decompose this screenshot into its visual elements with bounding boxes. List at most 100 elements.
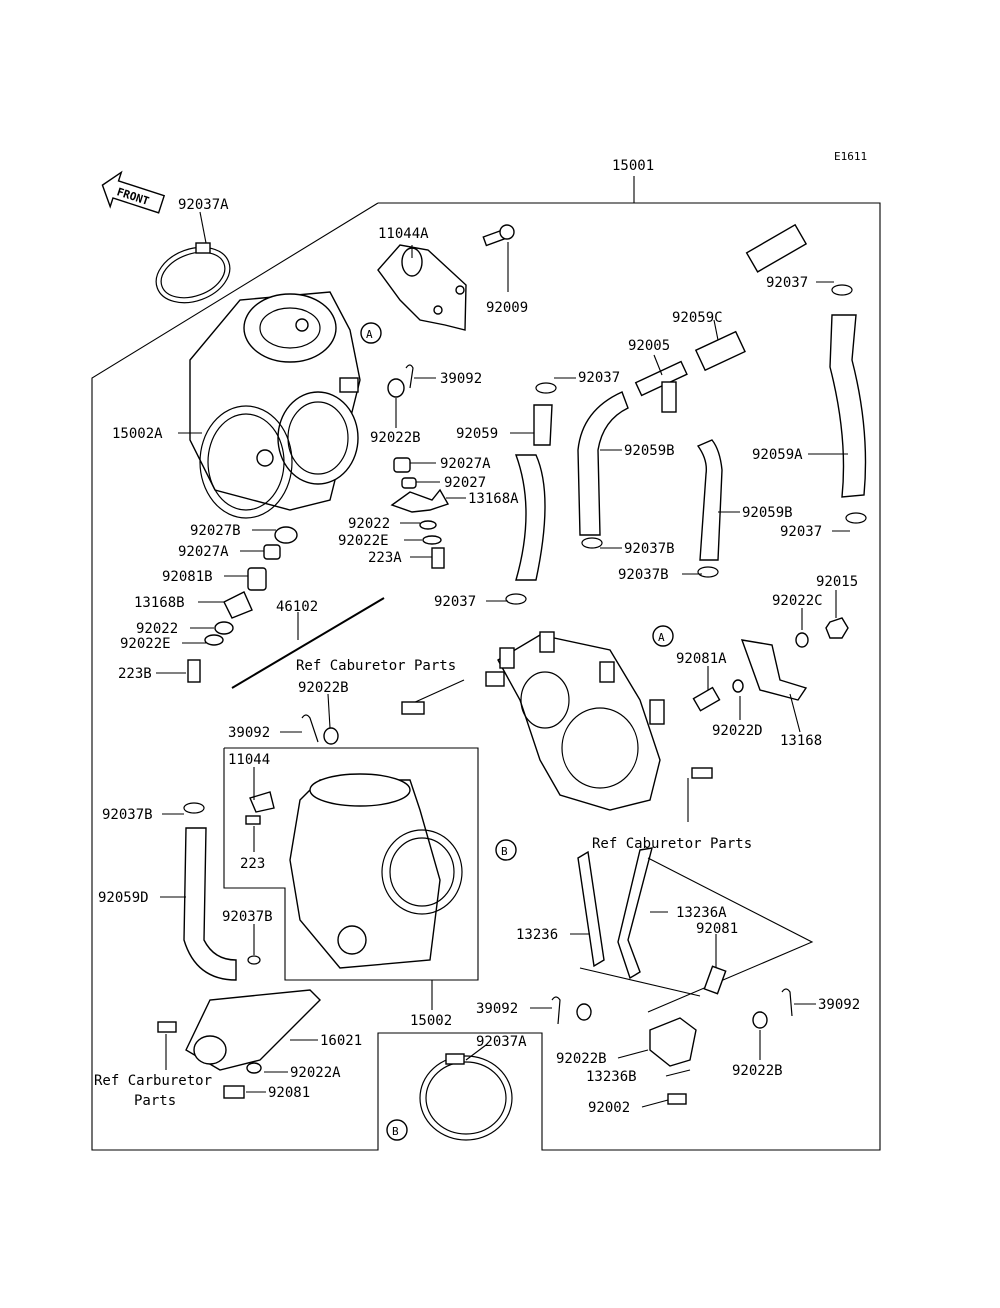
callout-a-2: A [652,625,674,647]
label-92022e-left: 92022E [120,636,171,652]
label-39092-top: 39092 [440,371,482,387]
tee-92005 [634,360,688,413]
clip-92037-a [535,382,557,394]
washer-92022a [246,1062,262,1074]
label-92037-r2: 92037 [780,524,822,540]
washer-92022b-br [752,1011,768,1029]
clip-92037b-c [183,802,205,814]
label-92037b-2: 92037B [618,567,669,583]
callout-b-1: B [495,839,517,861]
label-11044a: 11044A [378,226,429,242]
label-223a: 223A [368,550,402,566]
label-92022e-mid: 92022E [338,533,389,549]
bracket-13168 [740,639,808,701]
label-92059b-2: 92059B [742,505,793,521]
label-13236a: 13236A [676,905,727,921]
ref-caburetor-parts-2: Ref Caburetor Parts [592,836,752,852]
nut-92015 [825,617,849,639]
hose-92059c [694,330,746,372]
screw-92009 [482,224,515,247]
front-arrow-icon: FRONT [101,170,166,214]
ref-carburetor-line2: Parts [134,1093,176,1109]
label-92081-r: 92081 [696,921,738,937]
label-13236: 13236 [516,927,558,943]
label-92022a: 92022A [290,1065,341,1081]
label-39092-bl: 39092 [476,1001,518,1017]
label-13168b: 13168B [134,595,185,611]
label-92059: 92059 [456,426,498,442]
label-92081b: 92081B [162,569,213,585]
clip-92037b-a [581,537,603,549]
carburetor-right [485,631,665,811]
label-16021: 16021 [320,1033,362,1049]
washer-92022b-bl [576,1003,592,1021]
washer-92022d [732,679,744,693]
label-92037b-1: 92037B [624,541,675,557]
label-92022b-br: 92022B [732,1063,783,1079]
screw-ref-2 [691,767,713,779]
svg-text:A: A [366,328,373,341]
label-92002: 92002 [588,1100,630,1116]
label-92081-bl: 92081 [268,1085,310,1101]
hose-92059b-2 [696,439,723,561]
label-11044: 11044 [228,752,270,768]
hose-92059 [515,404,553,581]
label-92037b-inner: 92037B [222,909,273,925]
needle-stack [390,457,450,569]
label-223b: 223B [118,666,152,682]
label-92027a-mid: 92027A [440,456,491,472]
label-46102: 46102 [276,599,318,615]
ref-caburetor-parts-1: Ref Caburetor Parts [296,658,456,674]
label-92005: 92005 [628,338,670,354]
label-92022c: 92022C [772,593,823,609]
label-39092-mid: 39092 [228,725,270,741]
label-92081a: 92081A [676,651,727,667]
carburetor-15002 [289,773,463,969]
clip-92037b-d [247,955,261,965]
label-92009: 92009 [486,300,528,316]
rod-46102 [231,597,385,689]
hose-top-right [745,223,808,273]
svg-text:B: B [501,845,508,858]
label-92022d: 92022D [712,723,763,739]
label-92022-left: 92022 [136,621,178,637]
washer-92022c [795,632,809,648]
label-15002: 15002 [410,1013,452,1029]
hose-92059a [829,314,867,498]
hose-92059b-1 [577,391,629,536]
clip-92037-d [505,593,527,605]
screw-223 [245,815,261,825]
pin-39092-br [781,988,793,1017]
label-92037-tr: 92037 [766,275,808,291]
hose-92059d [183,827,237,981]
pin-39092-mid [301,714,319,743]
spring-92081 [223,1085,245,1099]
svg-text:B: B [392,1125,399,1138]
label-15002a: 15002A [112,426,163,442]
label-92037-left: 92037 [434,594,476,610]
callout-b-2: B [386,1119,408,1141]
label-92059d: 92059D [98,890,149,906]
assembly-number-label: 15001 [612,158,654,174]
washer-92022b-mid [323,727,339,745]
diagram-id: E1611 [834,150,867,163]
label-92022b-top: 92022B [370,430,421,446]
bracket-11044a [377,244,467,331]
screw-ref-3 [157,1021,177,1033]
label-92027: 92027 [444,475,486,491]
callout-a-1: A [360,322,382,344]
label-92022-mid: 92022 [348,516,390,532]
spring-92081a [692,686,721,712]
bracket-11044 [249,791,275,813]
screw-ref [401,701,425,715]
band-clamp-top [155,242,231,304]
band-clamp-bottom [419,1053,513,1141]
label-92015: 92015 [816,574,858,590]
label-13168: 13168 [780,733,822,749]
label-92037b-left: 92037B [102,807,153,823]
left-small-parts [187,526,298,683]
pin-39092-top [405,364,414,389]
label-92022b-bl: 92022B [556,1051,607,1067]
label-92059b-1: 92059B [624,443,675,459]
